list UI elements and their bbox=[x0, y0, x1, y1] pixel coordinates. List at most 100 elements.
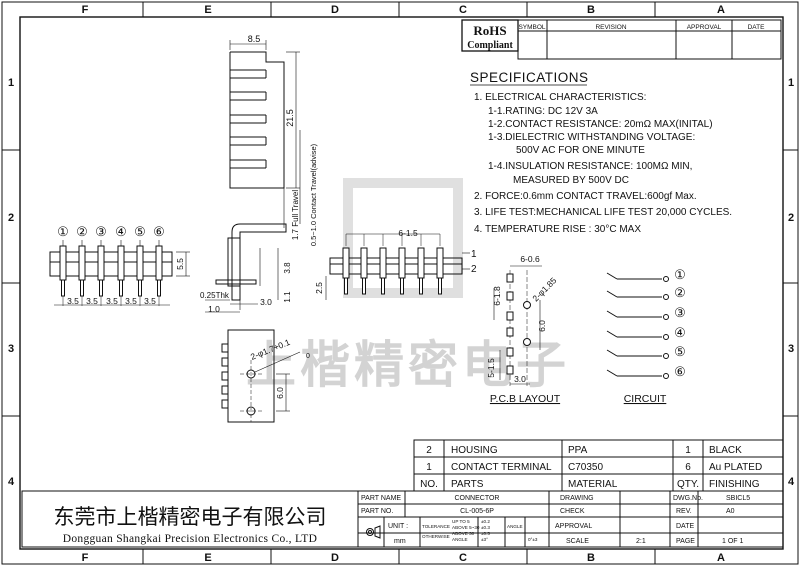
tol-val-1: ±0.2 bbox=[481, 519, 490, 524]
pin-tail bbox=[400, 277, 404, 295]
bottom-view bbox=[221, 329, 301, 423]
pin-label-2: ② bbox=[76, 224, 88, 239]
dim-pitch-1: 3.5 bbox=[67, 296, 79, 306]
dim-front-2: 2 bbox=[471, 264, 477, 275]
revision-block: RoHS Compliant SYMBOL REVISION APPROVAL … bbox=[461, 19, 782, 60]
bom-row2-no: 1 bbox=[426, 462, 432, 473]
approval-label: APPROVAL bbox=[555, 523, 592, 530]
tol-row-2: ABOVE 5~30 bbox=[452, 525, 480, 530]
zone-col-top-f: F bbox=[82, 4, 89, 16]
zone-col-bottom-e: E bbox=[204, 552, 211, 564]
dim-side-1-1: 1.1 bbox=[283, 291, 292, 303]
spec-line-9: 3. LIFE TEST:MECHANICAL LIFE TEST 20,000… bbox=[474, 207, 732, 218]
bom-header-part: PARTS bbox=[451, 479, 484, 490]
pin-tail bbox=[362, 277, 366, 295]
contact-pin bbox=[379, 247, 387, 279]
tol-row-1: UP TO 5 bbox=[452, 519, 470, 524]
pcb-dim-pitch: 5-1.5 bbox=[486, 358, 496, 378]
dim-pitch-5: 3.5 bbox=[144, 296, 156, 306]
pin-pitch-dims: 3.5 3.5 3.5 3.5 3.5 bbox=[67, 296, 156, 306]
contact-pin bbox=[360, 247, 368, 279]
bom-row2-qty: 6 bbox=[685, 462, 691, 473]
pin-tail bbox=[99, 279, 103, 297]
spec-title: SPECIFICATIONS bbox=[470, 70, 589, 85]
tolerance-label: TOLERANCE bbox=[422, 524, 450, 529]
contact-pin bbox=[97, 245, 105, 281]
part-name-label: PART NAME bbox=[361, 495, 401, 502]
zone-col-top-d: D bbox=[331, 4, 339, 16]
bom-header-qty: QTY. bbox=[677, 479, 699, 490]
zone-row-left-2: 2 bbox=[8, 212, 14, 224]
company-name-en: Dongguan Shangkai Precision Electronics … bbox=[63, 533, 317, 545]
circuit-label-6: ⑥ bbox=[674, 364, 686, 379]
scale-label: SCALE bbox=[566, 538, 589, 545]
circuit-switch-blade bbox=[606, 272, 618, 280]
bom-row2-material: C70350 bbox=[568, 462, 603, 473]
zone-col-top-b: B bbox=[587, 4, 595, 16]
pcb-dim-hole: 2-φ1.85 bbox=[530, 275, 558, 303]
circuit-contact bbox=[663, 276, 669, 282]
pin-tail bbox=[138, 279, 142, 297]
dim-bottom-hole-tol: 0 bbox=[306, 353, 310, 360]
bom-table bbox=[413, 439, 784, 492]
zone-row-left-4: 4 bbox=[8, 476, 15, 488]
spec-line-5: 500V AC FOR ONE MINUTE bbox=[516, 145, 645, 156]
contact-pin bbox=[342, 247, 350, 279]
dim-pitch-4: 3.5 bbox=[125, 296, 137, 306]
pin-label-3: ③ bbox=[95, 224, 107, 239]
pcb-pad bbox=[506, 273, 514, 283]
rev-value: A0 bbox=[726, 508, 735, 515]
dim-top-height: 21.5 bbox=[285, 109, 295, 127]
pin-tail bbox=[119, 279, 123, 297]
pcb-pad bbox=[506, 347, 514, 357]
contact-pin bbox=[436, 247, 444, 279]
pin-group-right bbox=[342, 234, 444, 295]
pin-tail bbox=[381, 277, 385, 295]
bom-header-material: MATERIAL bbox=[568, 479, 618, 490]
dim-side-3-8: 3.8 bbox=[283, 262, 292, 274]
unit-value: mm bbox=[394, 538, 406, 545]
dim-front-1: 1 bbox=[471, 249, 477, 260]
spec-line-1: 1. ELECTRICAL CHARACTERISTICS: bbox=[474, 92, 646, 103]
specifications: SPECIFICATIONS 1. ELECTRICAL CHARACTERIS… bbox=[470, 70, 732, 235]
page-label: PAGE bbox=[676, 538, 695, 545]
circuit-contact bbox=[663, 334, 669, 340]
pcb-dim-left: 6-1.8 bbox=[492, 286, 502, 306]
pcb-mounting-hole bbox=[523, 338, 531, 346]
circuit-label-4: ④ bbox=[674, 325, 686, 340]
bom-row2-finishing: Au PLATED bbox=[709, 462, 762, 473]
zone-col-bottom-f: F bbox=[82, 552, 89, 564]
angle-tolerance: 0°±3 bbox=[528, 537, 538, 542]
pcb-dim-6-0: 6.0 bbox=[537, 320, 547, 332]
rev-header-revision: REVISION bbox=[595, 24, 626, 31]
rev-header-date: DATE bbox=[748, 24, 766, 31]
date-label: DATE bbox=[676, 523, 694, 530]
spec-line-7: MEASURED BY 500V DC bbox=[513, 175, 629, 186]
top-view bbox=[229, 40, 300, 189]
zone-col-top-c: C bbox=[459, 4, 467, 16]
pin-labels-top: ① ② ③ ④ ⑤ ⑥ bbox=[57, 224, 165, 239]
tol-val-3: ±0.5 bbox=[481, 531, 490, 536]
dim-contact-travel: 0.5~1.0 Contact Travel(advise) bbox=[309, 143, 318, 246]
bom-row1-no: 2 bbox=[426, 445, 432, 456]
dim-side-3-0: 3.0 bbox=[260, 297, 272, 307]
circuit-title: CIRCUIT bbox=[624, 393, 667, 405]
pin-tail bbox=[438, 277, 442, 295]
pin-label-4: ④ bbox=[115, 224, 127, 239]
circuit-contact bbox=[663, 373, 669, 379]
contact-pin bbox=[155, 245, 163, 281]
zone-col-bottom-b: B bbox=[587, 552, 595, 564]
circuit-switch-blade bbox=[606, 310, 618, 318]
contact-pin bbox=[117, 245, 125, 281]
bom-row2-part: CONTACT TERMINAL bbox=[451, 462, 552, 473]
zone-row-right-2: 2 bbox=[788, 212, 794, 224]
dim-top-width: 8.5 bbox=[248, 34, 261, 44]
page-value: 1 OF 1 bbox=[722, 538, 744, 545]
dim-full-travel: 1.7 Full Travel bbox=[291, 190, 300, 240]
bom-row1-finishing: BLACK bbox=[709, 445, 742, 456]
rev-header-approval: APPROVAL bbox=[687, 24, 722, 31]
zone-row-left-3: 3 bbox=[8, 343, 14, 355]
pcb-dim-3-0: 3.0 bbox=[514, 374, 526, 384]
zone-col-bottom-d: D bbox=[331, 552, 339, 564]
